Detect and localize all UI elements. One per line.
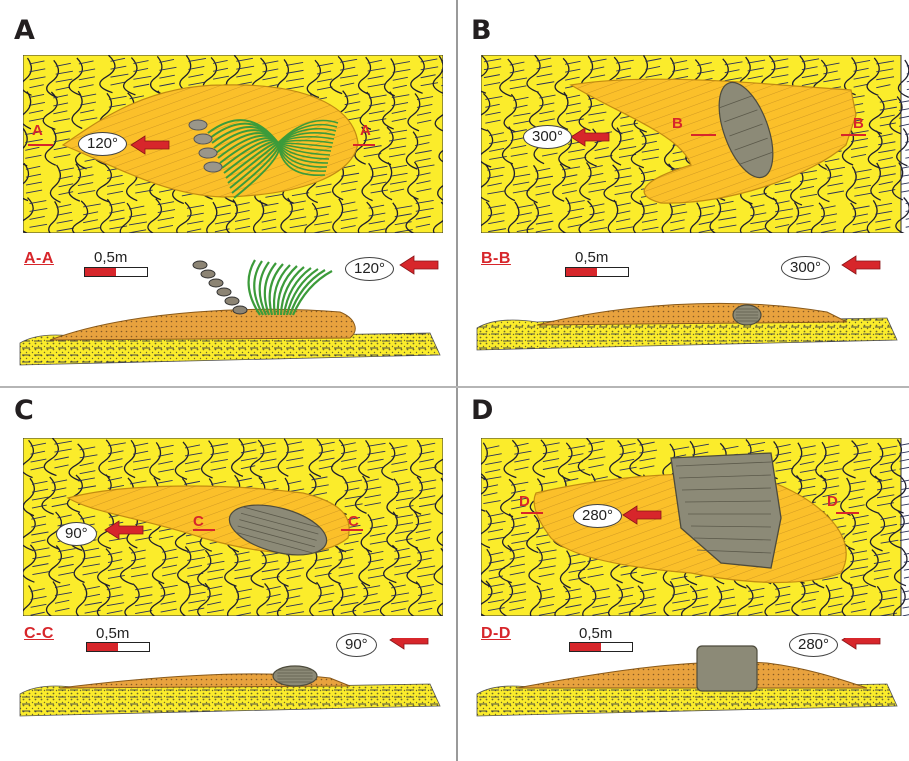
cross-section xyxy=(467,240,907,370)
section-mark-left: D xyxy=(519,493,530,510)
section-mark-left: C xyxy=(193,513,204,530)
direction-angle-badge: 280° xyxy=(573,504,622,528)
panel-a: A A A 120° A-A 0,5m 120° xyxy=(0,0,456,386)
cross-section xyxy=(10,638,450,748)
seed-head xyxy=(217,288,231,296)
panel-d: D D D 280° D-D 0,5m 280° xyxy=(457,388,909,761)
panel-letter: B xyxy=(471,17,492,44)
seed-head xyxy=(204,162,222,172)
seed-head xyxy=(189,120,207,130)
seed-head xyxy=(193,261,207,269)
seed-head xyxy=(199,148,217,158)
plan-view xyxy=(481,438,909,616)
panel-b: B 300° B B B-B 0,5m 300° xyxy=(457,0,909,386)
seed-head xyxy=(209,279,223,287)
boulder-section xyxy=(697,646,757,691)
cross-section xyxy=(467,638,907,748)
direction-angle-badge: 300° xyxy=(523,125,572,149)
panel-letter: A xyxy=(14,17,35,44)
seed-head xyxy=(225,297,239,305)
section-mark-left: B xyxy=(672,115,683,132)
direction-angle-badge: 90° xyxy=(56,522,97,546)
section-mark-right: B xyxy=(853,115,864,132)
wind-direction-arrow xyxy=(390,638,428,649)
panel-c: C 90° C C C-C 0,5m 90° xyxy=(0,388,456,761)
wind-direction-arrow xyxy=(842,638,880,649)
section-mark-left: A xyxy=(32,122,43,139)
vegetation-section xyxy=(249,260,332,315)
panel-letter: D xyxy=(471,397,493,424)
panel-letter: C xyxy=(14,397,34,424)
seed-head xyxy=(233,306,247,314)
cross-section xyxy=(10,240,450,370)
seed-head xyxy=(194,134,212,144)
section-mark-right: A xyxy=(360,122,371,139)
seed-head xyxy=(201,270,215,278)
direction-angle-badge: 120° xyxy=(78,132,127,156)
section-mark-right: D xyxy=(827,493,838,510)
section-mark-right: C xyxy=(348,513,359,530)
wind-direction-arrow xyxy=(842,256,880,274)
wind-direction-arrow xyxy=(400,256,438,274)
